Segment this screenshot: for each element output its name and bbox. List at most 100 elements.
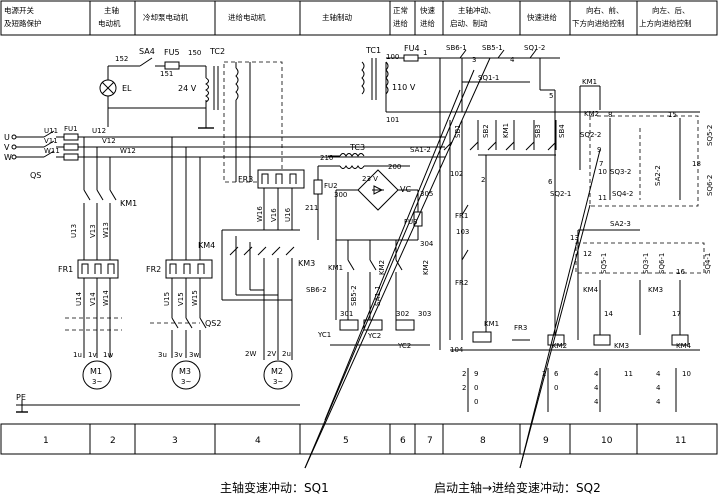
header-col-1b: 及短路保护: [4, 18, 42, 28]
caption-feed-jog: 启动主轴→进给变速冲动：SQ2: [434, 480, 601, 495]
n5-label: 5: [549, 92, 553, 100]
fr1-ctrl-label: FR1: [455, 212, 468, 220]
header-col-11: 向左、后、: [652, 5, 690, 15]
fr3-ctrl-label: FR3: [514, 324, 527, 332]
n152-label: 152: [115, 55, 128, 63]
tc2-enclosure: [223, 61, 283, 183]
n12-label: 12: [583, 250, 592, 258]
header-col-5: 主轴制动: [322, 12, 352, 22]
ct-11-r1b: 10: [682, 370, 691, 378]
footer-col-4: 4: [255, 436, 261, 446]
km4-coil: [671, 334, 689, 346]
footer-col-1: 1: [43, 436, 49, 446]
fu3-label: FU3: [404, 218, 418, 226]
sb52-label: SB5-2: [350, 285, 358, 306]
coolant-motor-branch: FR2 U15 V15 W15 QS2 3u 3v 3w M3 3~: [146, 137, 221, 390]
n11-label: 11: [598, 194, 607, 202]
u14-label: U14: [75, 291, 83, 306]
u13-label: U13: [70, 224, 78, 238]
v-label: V: [4, 143, 10, 152]
header-col-6b: 进给: [393, 18, 408, 28]
w15-label: W15: [191, 290, 199, 306]
fu4-fuse: [403, 54, 419, 62]
v12-label: V12: [102, 137, 116, 145]
n304-label: 304: [420, 240, 434, 248]
w16-label: W16: [256, 206, 264, 222]
n211-label: 211: [305, 204, 318, 212]
m3-3v-label: 3v: [174, 351, 183, 359]
v15-label: V15: [177, 292, 185, 306]
ct-11-r1a: 4: [656, 370, 661, 378]
spindle-motor-branch: KM1 U13 V13 W13 FR1 U14 V14 W14 1u 1v 1w…: [58, 137, 137, 390]
v13-label: V13: [89, 224, 97, 238]
fr2-label: FR2: [146, 265, 161, 274]
header-col-3: 冷却泵电动机: [143, 12, 188, 22]
n4-label: 4: [510, 56, 515, 64]
n103-label: 103: [456, 228, 469, 236]
w11-label: W11: [44, 147, 60, 155]
ct-8-r2a: 2: [462, 384, 466, 392]
m2-phase-label: 3~: [273, 378, 283, 386]
n200-label: 200: [388, 163, 401, 171]
v23-label: 23 V: [362, 175, 378, 183]
sa2-enclosure: [589, 115, 699, 207]
m1-motor: [82, 360, 112, 390]
n301-label: 301: [340, 310, 353, 318]
n14-label: 14: [604, 310, 613, 318]
footer-col-2: 2: [110, 436, 116, 446]
footer-col-6: 6: [400, 436, 406, 446]
v24-label: 24 V: [178, 84, 197, 93]
n210-label: 210: [320, 154, 333, 162]
caption-spindle-jog: 主轴变速冲动：SQ1: [220, 480, 329, 495]
header-col-10b: 下方向进给控制: [572, 18, 625, 28]
sq12-label: SQ1-2: [524, 44, 545, 52]
km1-power-label: KM1: [120, 199, 137, 208]
header-col-4: 进给电动机: [228, 12, 266, 22]
v14-label: V14: [89, 292, 97, 306]
sq62-label: SQ6-2: [706, 175, 714, 196]
n102-label: 102: [450, 170, 463, 178]
m1-1w-label: 1w: [103, 351, 113, 359]
header-col-9: 快速进给: [527, 12, 557, 22]
brake-contacts: KM1 SB6-2 SB5-2 SA1-1 KM2 KM2 YC1 YC2 YC…: [306, 240, 431, 350]
km1-feed-label: KM1: [582, 78, 597, 86]
u-label: U: [4, 133, 10, 142]
m1-phase-label: 3~: [92, 378, 102, 386]
n303-label: 303: [418, 310, 431, 318]
n6-label: 6: [548, 178, 553, 186]
n13-label: 13: [570, 234, 579, 242]
sq42-label: SQ4-2: [612, 190, 633, 198]
m1-1u-label: 1u: [73, 351, 82, 359]
ct-9-r1a: 2: [542, 370, 546, 378]
feed-direction-control: KM1 KM2 8 SQ2-2 9 7 SQ3-2 SQ4-2 10 11 SQ…: [450, 78, 714, 351]
n305-label: 305: [420, 190, 433, 198]
pe-ground: PE: [16, 393, 300, 413]
control-circuit: TC1 FU4 100 1 110 V 101 SB6-1 SB5-1 SQ1-…: [361, 44, 700, 350]
yc2b-label: YC2: [397, 342, 411, 350]
sq21-label: SQ2-1: [550, 190, 571, 198]
m3-3u-label: 3u: [158, 351, 167, 359]
fu5-fuse: [164, 61, 180, 70]
m2-2w-label: 2W: [245, 350, 256, 358]
sb4-label: SB4: [558, 124, 566, 138]
fu1-label: FU1: [64, 125, 78, 133]
el-label: EL: [122, 84, 132, 93]
vc-label: VC: [400, 185, 411, 194]
header-col-8: 主轴冲动、: [458, 5, 496, 15]
m2-motor: [263, 360, 293, 390]
header-col-7b: 进给: [420, 18, 435, 28]
fr2-ctrl-label: FR2: [455, 279, 468, 287]
km3-coil: [593, 334, 611, 346]
sq22-label: SQ2-2: [580, 131, 601, 139]
ct-10-r3a: 4: [594, 398, 599, 406]
w12-label: W12: [120, 147, 136, 155]
n100-label: 100: [386, 53, 399, 61]
km3-power-label: KM3: [298, 259, 315, 268]
yc2b-coil: [395, 319, 415, 331]
header-col-2: 主轴: [104, 5, 119, 15]
header-col-10: 向右、前、: [586, 5, 624, 15]
km2-coil-label: KM2: [552, 342, 567, 350]
footer-strip: 1 2 3 4 5 6 7 8 9 10 11: [0, 423, 718, 455]
n18-label: 18: [692, 160, 701, 168]
header-col-2b: 电动机: [98, 18, 121, 28]
